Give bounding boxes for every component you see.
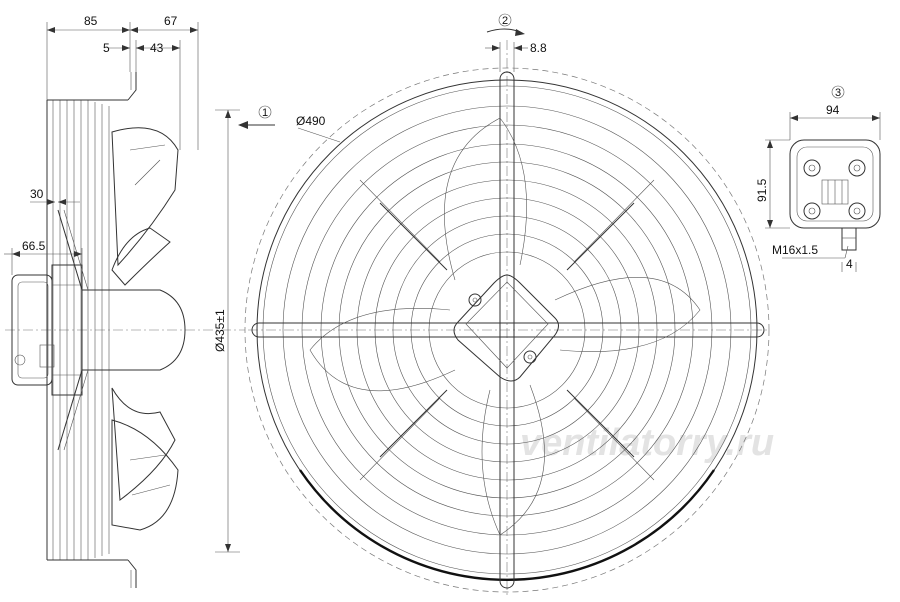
- dim-thread-m16: M16x1.5: [772, 243, 818, 257]
- dim-91-5: 91.5: [755, 178, 769, 202]
- dim-85: 85: [84, 14, 98, 28]
- side-motor: [11, 209, 186, 451]
- dim-66-5: 66.5: [22, 239, 46, 253]
- side-guard-bars: [46, 72, 137, 588]
- dim-67: 67: [164, 14, 178, 28]
- dim-diameter-490: Ø490: [296, 114, 326, 128]
- front-view: Ø490 2 8.8: [244, 13, 770, 595]
- dim-43: 43: [150, 41, 164, 55]
- dim-8-8: 8.8: [530, 41, 547, 55]
- dim-30: 30: [30, 187, 44, 201]
- callout-2: 2: [502, 15, 508, 27]
- side-blades: [111, 127, 179, 531]
- watermark-text: ventilatorry.ru: [520, 422, 774, 464]
- side-view: Ø435±1 85 67 5 43 30 66.5 1: [4, 14, 275, 588]
- dim-94: 94: [826, 103, 840, 117]
- dim-diameter-435: Ø435±1: [213, 309, 227, 352]
- dim-5: 5: [103, 41, 110, 55]
- callout-1: 1: [262, 107, 268, 119]
- callout-4: 4: [846, 257, 853, 271]
- callout-3: 3: [835, 87, 841, 99]
- terminal-box-view: 3 94 91.5 M16x1.5: [755, 85, 881, 272]
